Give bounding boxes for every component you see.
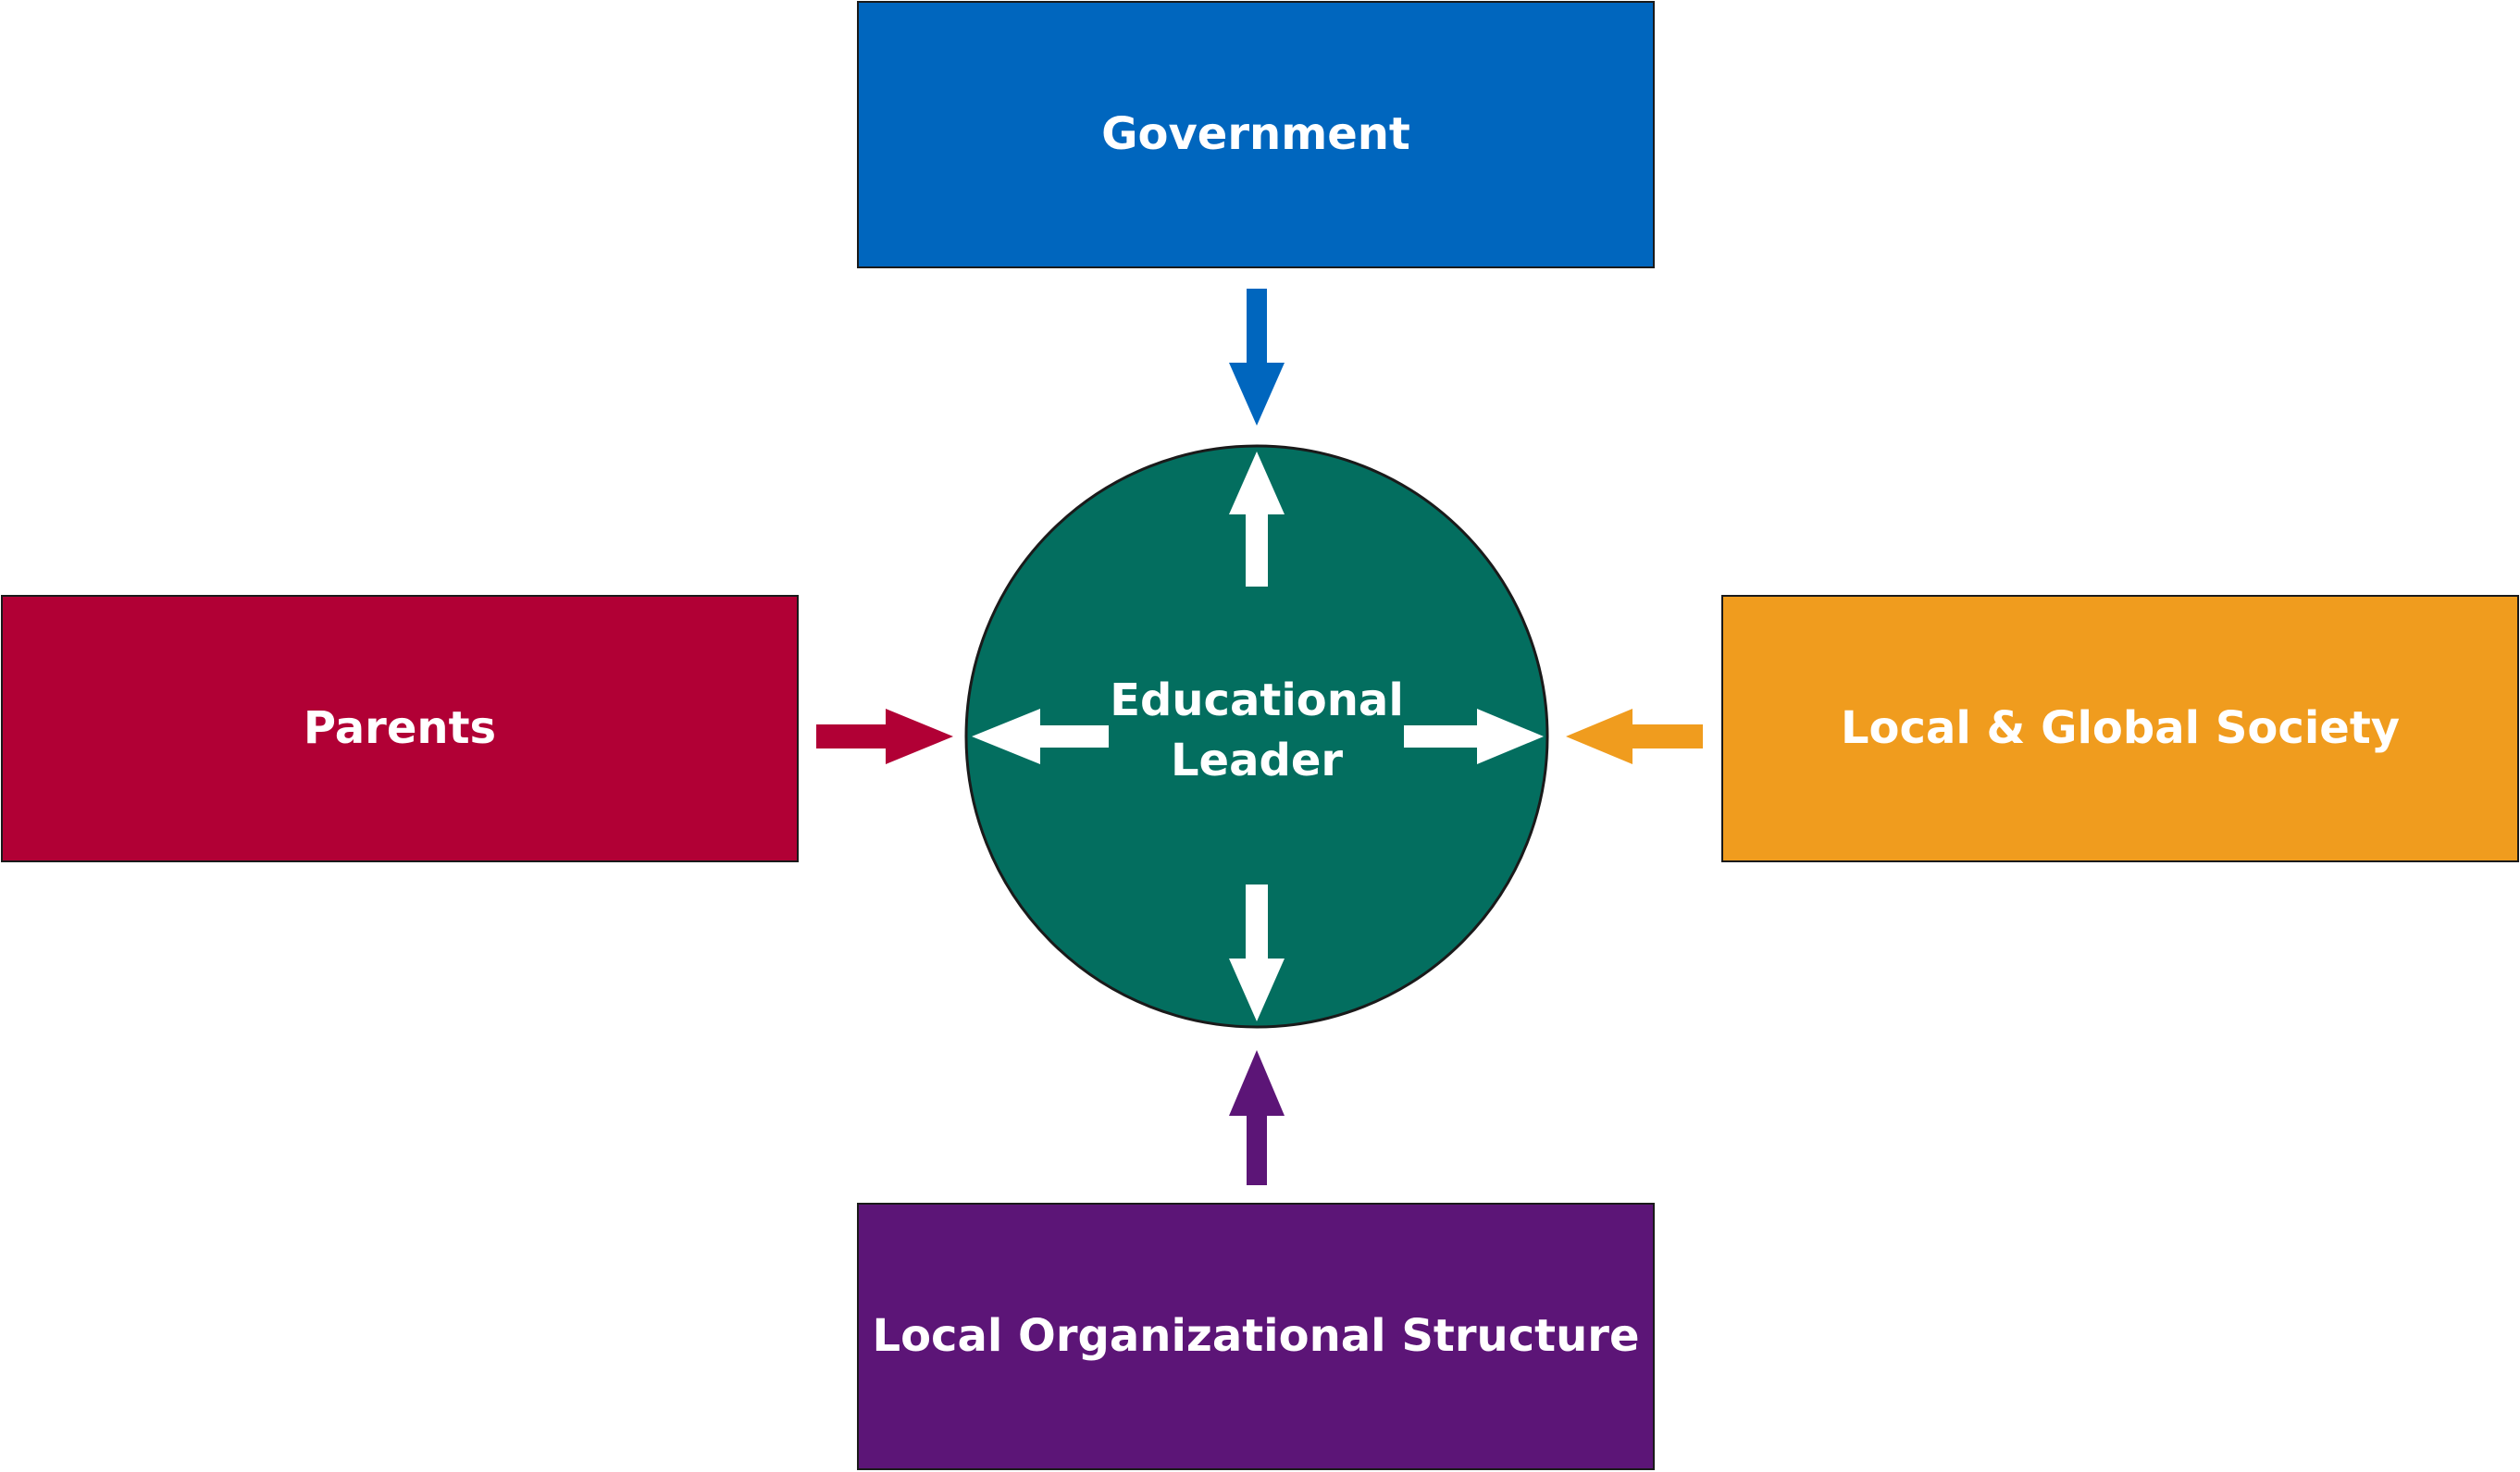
local-global-society-box: Local & Global Society — [1721, 595, 2519, 862]
local-organizational-structure-label: Local Organizational Structure — [872, 1310, 1640, 1363]
center-label-line2: Leader — [1170, 735, 1344, 786]
local-global-society-label: Local & Global Society — [1840, 702, 2401, 755]
arrow-leader-to-government — [1229, 451, 1285, 587]
government-label: Government — [1101, 108, 1410, 161]
educational-leader-label: Educational Leader — [1072, 671, 1442, 791]
arrow-structure-to-leader — [1229, 1050, 1285, 1185]
educational-leader-circle — [964, 444, 1549, 1029]
arrow-government-to-leader — [1229, 289, 1285, 426]
center-label-line1: Educational — [1110, 674, 1404, 727]
parents-label: Parents — [303, 702, 497, 755]
arrow-society-to-leader — [1566, 709, 1703, 764]
local-organizational-structure-box: Local Organizational Structure — [857, 1203, 1655, 1470]
arrow-leader-to-structure — [1229, 884, 1285, 1021]
parents-box: Parents — [1, 595, 799, 862]
arrow-parents-to-leader — [816, 709, 953, 764]
government-box: Government — [857, 1, 1655, 268]
arrow-leader-to-society — [1404, 709, 1544, 764]
arrow-leader-to-parents — [972, 709, 1109, 764]
